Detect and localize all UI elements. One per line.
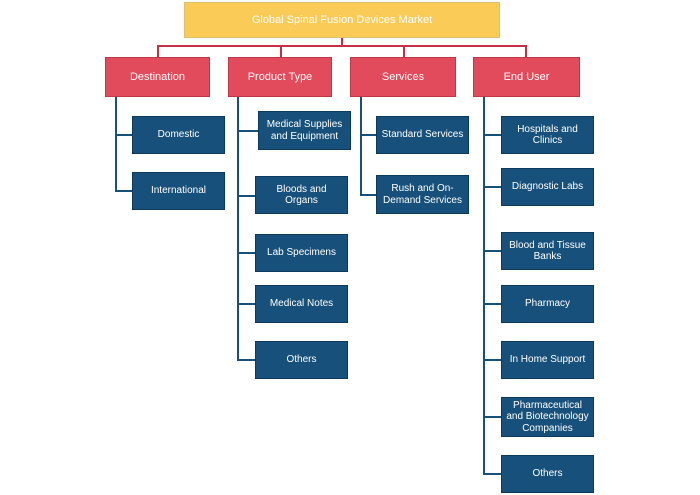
branch-tick <box>115 134 132 136</box>
leaf-pharmacy: Pharmacy <box>501 285 594 323</box>
leaf-in-home-support: In Home Support <box>501 341 594 379</box>
connector-services <box>403 45 405 57</box>
leaf-rush-and-on-demand-services: Rush and On-Demand Services <box>376 175 469 214</box>
leaf-product-others: Others <box>255 341 348 379</box>
branch-tick <box>360 134 376 136</box>
category-services: Services <box>350 57 456 97</box>
leaf-international: International <box>132 172 225 210</box>
branch-tick <box>483 359 501 361</box>
branch-tick <box>483 416 501 418</box>
connector-end-user <box>525 45 527 57</box>
leaf-domestic: Domestic <box>132 116 225 154</box>
spine-product-type <box>237 97 239 360</box>
branch-tick <box>237 359 255 361</box>
spine-end-user <box>483 97 485 474</box>
leaf-lab-specimens: Lab Specimens <box>255 234 348 272</box>
branch-tick <box>483 250 501 252</box>
branch-tick <box>483 186 501 188</box>
category-product-type: Product Type <box>228 57 332 97</box>
leaf-medical-notes: Medical Notes <box>255 285 348 323</box>
category-destination: Destination <box>105 57 210 97</box>
leaf-end-user-others: Others <box>501 455 594 493</box>
leaf-pharmaceutical-and-biotechnology-companies: Pharmaceutical and Biotechnology Compani… <box>501 397 594 437</box>
branch-tick <box>237 130 258 132</box>
branch-tick <box>360 194 376 196</box>
connector-destination <box>157 45 159 57</box>
branch-tick <box>237 195 255 197</box>
branch-tick <box>237 303 255 305</box>
leaf-blood-and-tissue-banks: Blood and Tissue Banks <box>501 232 594 270</box>
leaf-medical-supplies-and-equipment: Medical Supplies and Equipment <box>258 111 351 150</box>
root-connector-horizontal <box>157 45 527 47</box>
root-connector-vertical <box>341 38 343 46</box>
leaf-hospitals-and-clinics: Hospitals and Clinics <box>501 116 594 154</box>
branch-tick <box>237 252 255 254</box>
leaf-bloods-and-organs: Bloods and Organs <box>255 176 348 214</box>
leaf-standard-services: Standard Services <box>376 116 469 154</box>
branch-tick <box>483 303 501 305</box>
spine-services <box>360 97 362 195</box>
branch-tick <box>483 134 501 136</box>
branch-tick <box>483 473 501 475</box>
spine-destination <box>115 97 117 191</box>
connector-product-type <box>280 45 282 57</box>
leaf-diagnostic-labs: Diagnostic Labs <box>501 168 594 206</box>
category-end-user: End User <box>473 57 580 97</box>
branch-tick <box>115 190 132 192</box>
root-node: Global Spinal Fusion Devices Market <box>184 2 500 38</box>
